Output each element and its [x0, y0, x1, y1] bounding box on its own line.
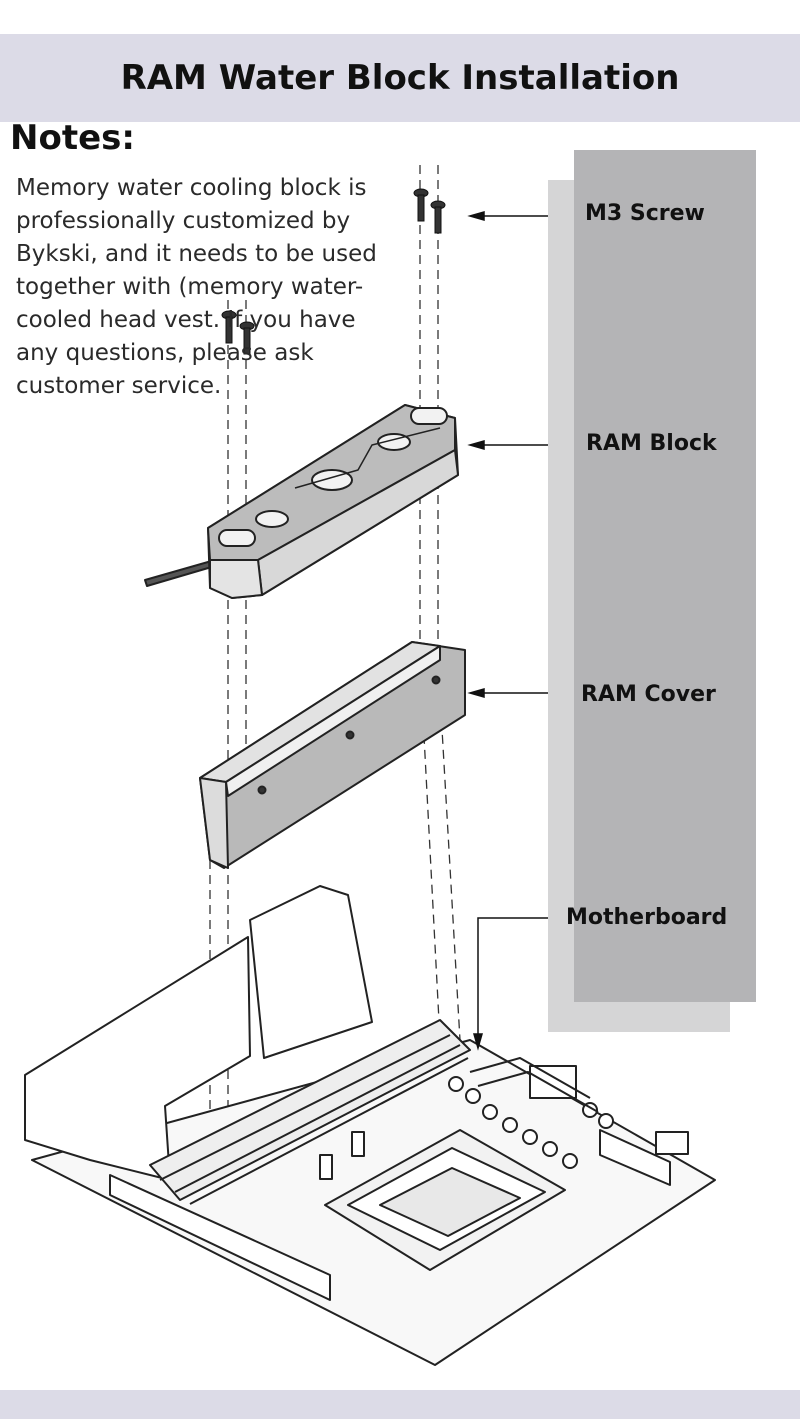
screw-1 [413, 188, 429, 222]
screw-2 [430, 200, 446, 234]
pointer-arrows [467, 211, 548, 1051]
label-ram-block: RAM Block [586, 431, 717, 456]
arrow-cover [467, 688, 548, 698]
screw-4 [239, 321, 255, 355]
footer-band [0, 1390, 800, 1419]
arrow-motherboard [473, 917, 548, 1051]
ram-cover [199, 641, 466, 869]
label-m3-screw: M3 Screw [585, 201, 705, 226]
screw-3 [221, 310, 237, 344]
motherboard [24, 885, 716, 1366]
notes-heading: Notes: [10, 118, 135, 158]
page-title: RAM Water Block Installation [120, 58, 680, 98]
ram-block [144, 404, 459, 599]
label-ram-cover: RAM Cover [581, 682, 716, 707]
arrow-block [467, 440, 548, 450]
label-motherboard: Motherboard [566, 905, 728, 930]
label-panel [574, 150, 756, 1002]
notes-text: Memory water cooling block is profession… [16, 175, 377, 399]
header-band [0, 34, 800, 122]
arrow-screw [467, 211, 548, 221]
m3-screws [221, 188, 446, 355]
